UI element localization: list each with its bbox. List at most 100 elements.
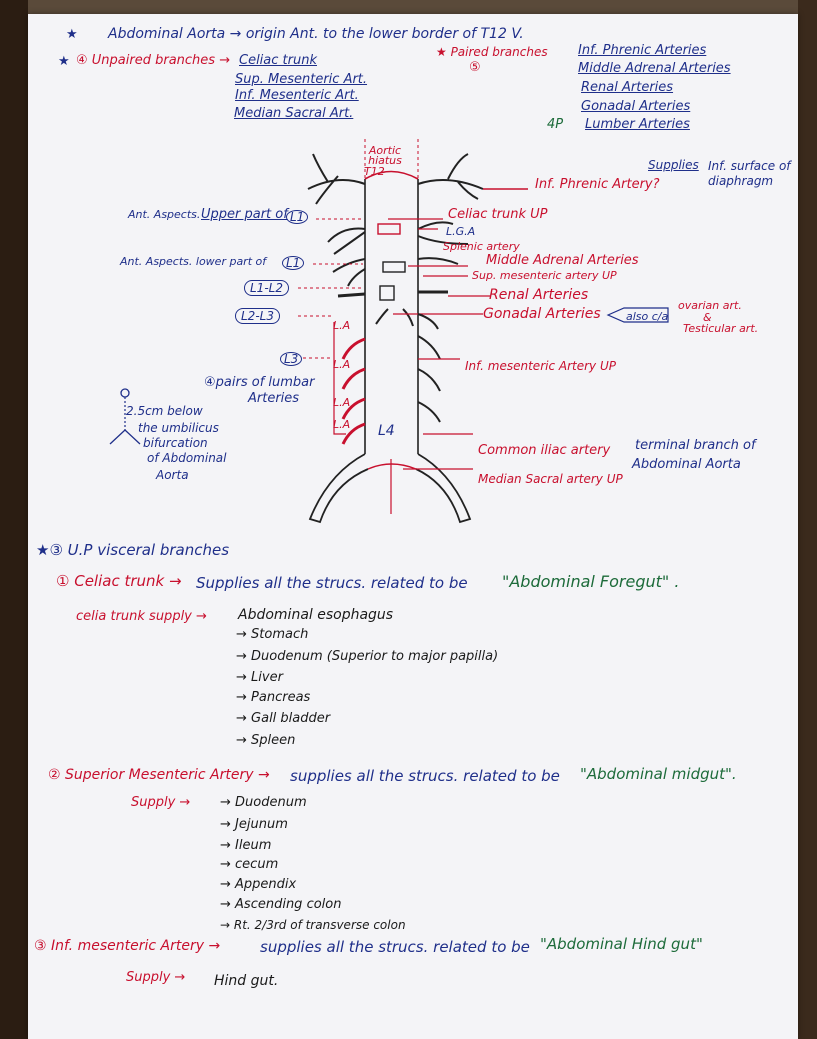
ima-region: "Abdominal Hind gut"	[540, 935, 703, 953]
terminal-branch-label: terminal branch of	[635, 438, 756, 453]
lumbar-la-label: L.A	[333, 358, 351, 371]
celiac-item: → Spleen	[236, 733, 296, 748]
sma-supplies: supplies all the strucs. related to be	[290, 767, 560, 785]
paired-item-middle-adrenal: Middle Adrenal Arteries	[578, 61, 731, 76]
renal-label: Renal Arteries	[489, 287, 589, 303]
unpaired-item-ima: Inf. Mesenteric Art.	[235, 88, 359, 103]
celiac-item-text: Stomach	[251, 627, 309, 642]
paired-count: ⑤	[469, 60, 481, 75]
celiac-item-text: Gall bladder	[251, 711, 331, 726]
sma-item-text: Appendix	[235, 877, 297, 892]
aortic-hiatus-label: Aortic hiatus	[368, 144, 402, 167]
celiac-item: Abdominal esophagus	[238, 607, 394, 623]
lumbar-la-label: L.A	[333, 396, 351, 409]
celiac-item: → Stomach	[236, 627, 309, 642]
background-left-edge	[0, 0, 28, 1039]
sma-item-text: Ascending colon	[235, 897, 342, 912]
sma-label: Sup. mesenteric artery UP	[472, 269, 617, 282]
sma-item: → Duodenum	[220, 795, 307, 810]
l2-l3-pill: L2-L3	[235, 308, 280, 324]
aorta-diagram	[109, 139, 669, 524]
inf-phrenic-label: Inf. Phrenic Artery?	[535, 177, 660, 192]
l3-label: L3	[280, 352, 303, 366]
unpaired-heading: ④ Unpaired branches →	[76, 53, 231, 68]
testicular-label: Testicular art.	[683, 322, 759, 335]
ima-supply-label: Supply →	[126, 970, 186, 985]
lumbar-count: 4P	[547, 117, 564, 132]
l1-l2-label: L1-L2	[244, 280, 289, 296]
sma-region: "Abdominal midgut".	[580, 765, 737, 783]
celiac-item: → Duodenum (Superior to major papilla)	[236, 649, 499, 664]
amp-label: &	[703, 311, 712, 324]
sma-item-text: Rt. 2/3rd of transverse colon	[233, 918, 406, 932]
ant-aspects-lower-text: Ant. Aspects. lower part of	[120, 255, 267, 268]
sma-item: → Appendix	[220, 877, 297, 892]
l3-circle: L3	[280, 352, 303, 366]
splenic-label: Splenic artery	[443, 240, 520, 253]
l1-circle: L1	[282, 256, 305, 270]
ant-aspects-upper-prefix: Ant. Aspects.	[128, 208, 201, 221]
ant-aspects-upper-circle: L1	[286, 210, 309, 224]
celiac-supplies: Supplies all the strucs. related to be	[196, 574, 468, 592]
ima-label: Inf. mesenteric Artery UP	[465, 359, 616, 373]
supplies-label: Supplies	[648, 158, 699, 172]
star-mark: ★	[58, 54, 70, 69]
celiac-item-text: Spleen	[251, 733, 296, 748]
middle-adrenal-label: Middle Adrenal Arteries	[486, 253, 639, 268]
umbilicus-line-4: of Abdominal	[147, 451, 227, 465]
celiac-item-text: Liver	[251, 670, 283, 685]
celiac-item-text: Duodenum (Superior to major papilla)	[251, 649, 499, 664]
unpaired-item-celiac: Celiac trunk	[239, 53, 317, 68]
ima-item: Hind gut.	[214, 973, 279, 989]
l2-l3-label: L2-L3	[235, 308, 280, 324]
umbilicus-line-2: the umbilicus	[138, 421, 219, 435]
gonadal-label: Gonadal Arteries	[483, 306, 601, 322]
celiac-label: Celiac trunk UP	[448, 207, 548, 222]
pairs-lumbar-label: ④pairs of lumbar	[204, 375, 315, 390]
umbilicus-line-1: 2.5cm below	[126, 404, 203, 418]
sma-item-text: Jejunum	[235, 817, 288, 832]
l4-label: L4	[378, 423, 395, 439]
median-sacral-label: Median Sacral artery UP	[478, 472, 623, 486]
lga-label: L.G.A	[446, 225, 476, 238]
paired-item-gonadal: Gonadal Arteries	[581, 99, 691, 114]
paired-item-inf-phrenic: Inf. Phrenic Arteries	[578, 43, 707, 58]
background-right-edge	[798, 0, 817, 1039]
sma-item-text: cecum	[235, 857, 279, 872]
aorta-origin-line: Abdominal Aorta → origin Ant. to the low…	[108, 26, 524, 42]
star-mark: ★	[66, 27, 78, 42]
sma-supply-label: Supply →	[131, 795, 191, 810]
sma-title: ② Superior Mesenteric Artery →	[48, 767, 270, 783]
sma-item-text: Ileum	[235, 838, 272, 853]
celiac-item: → Pancreas	[236, 690, 311, 705]
umbilicus-line-5: Aorta	[156, 468, 189, 482]
celiac-region: "Abdominal Foregut" .	[502, 572, 680, 591]
ant-aspects-upper-text: Upper part of	[201, 207, 288, 222]
celiac-item-text: Pancreas	[251, 690, 311, 705]
t12-label: T12	[364, 165, 385, 178]
sma-item: → Rt. 2/3rd of transverse colon	[220, 918, 406, 932]
l1-l2-pill: L1-L2	[244, 280, 289, 296]
sma-item: → Jejunum	[220, 817, 288, 832]
celiac-title: ① Celiac trunk →	[56, 572, 182, 590]
common-iliac-label: Common iliac artery	[478, 443, 611, 458]
unpaired-item-median-sacral: Median Sacral Art.	[234, 106, 354, 121]
l1-circle: L1	[286, 210, 309, 224]
sma-item: → cecum	[220, 857, 279, 872]
diaphragm-supply-text: Inf. surface of diaphragm	[708, 159, 791, 188]
paired-item-renal: Renal Arteries	[581, 80, 674, 95]
celiac-item: → Liver	[236, 670, 283, 685]
paired-heading: ★ Paired branches	[436, 45, 548, 59]
visceral-heading: ★③ U.P visceral branches	[36, 541, 230, 559]
paired-item-lumbar: Lumber Arteries	[585, 117, 690, 132]
unpaired-item-sma: Sup. Mesenteric Art.	[235, 72, 368, 87]
lumbar-la-label: L.A	[333, 418, 351, 431]
ima-supplies: supplies all the strucs. related to be	[260, 938, 530, 956]
ovarian-label: ovarian art.	[678, 299, 742, 312]
sma-item: → Ascending colon	[220, 897, 342, 912]
lumbar-la-label: L.A	[333, 319, 351, 332]
pairs-lumbar-label-2: Arteries	[248, 391, 300, 406]
sma-item: → Ileum	[220, 838, 272, 853]
sma-item-text: Duodenum	[235, 795, 307, 810]
celiac-item: → Gall bladder	[236, 711, 331, 726]
